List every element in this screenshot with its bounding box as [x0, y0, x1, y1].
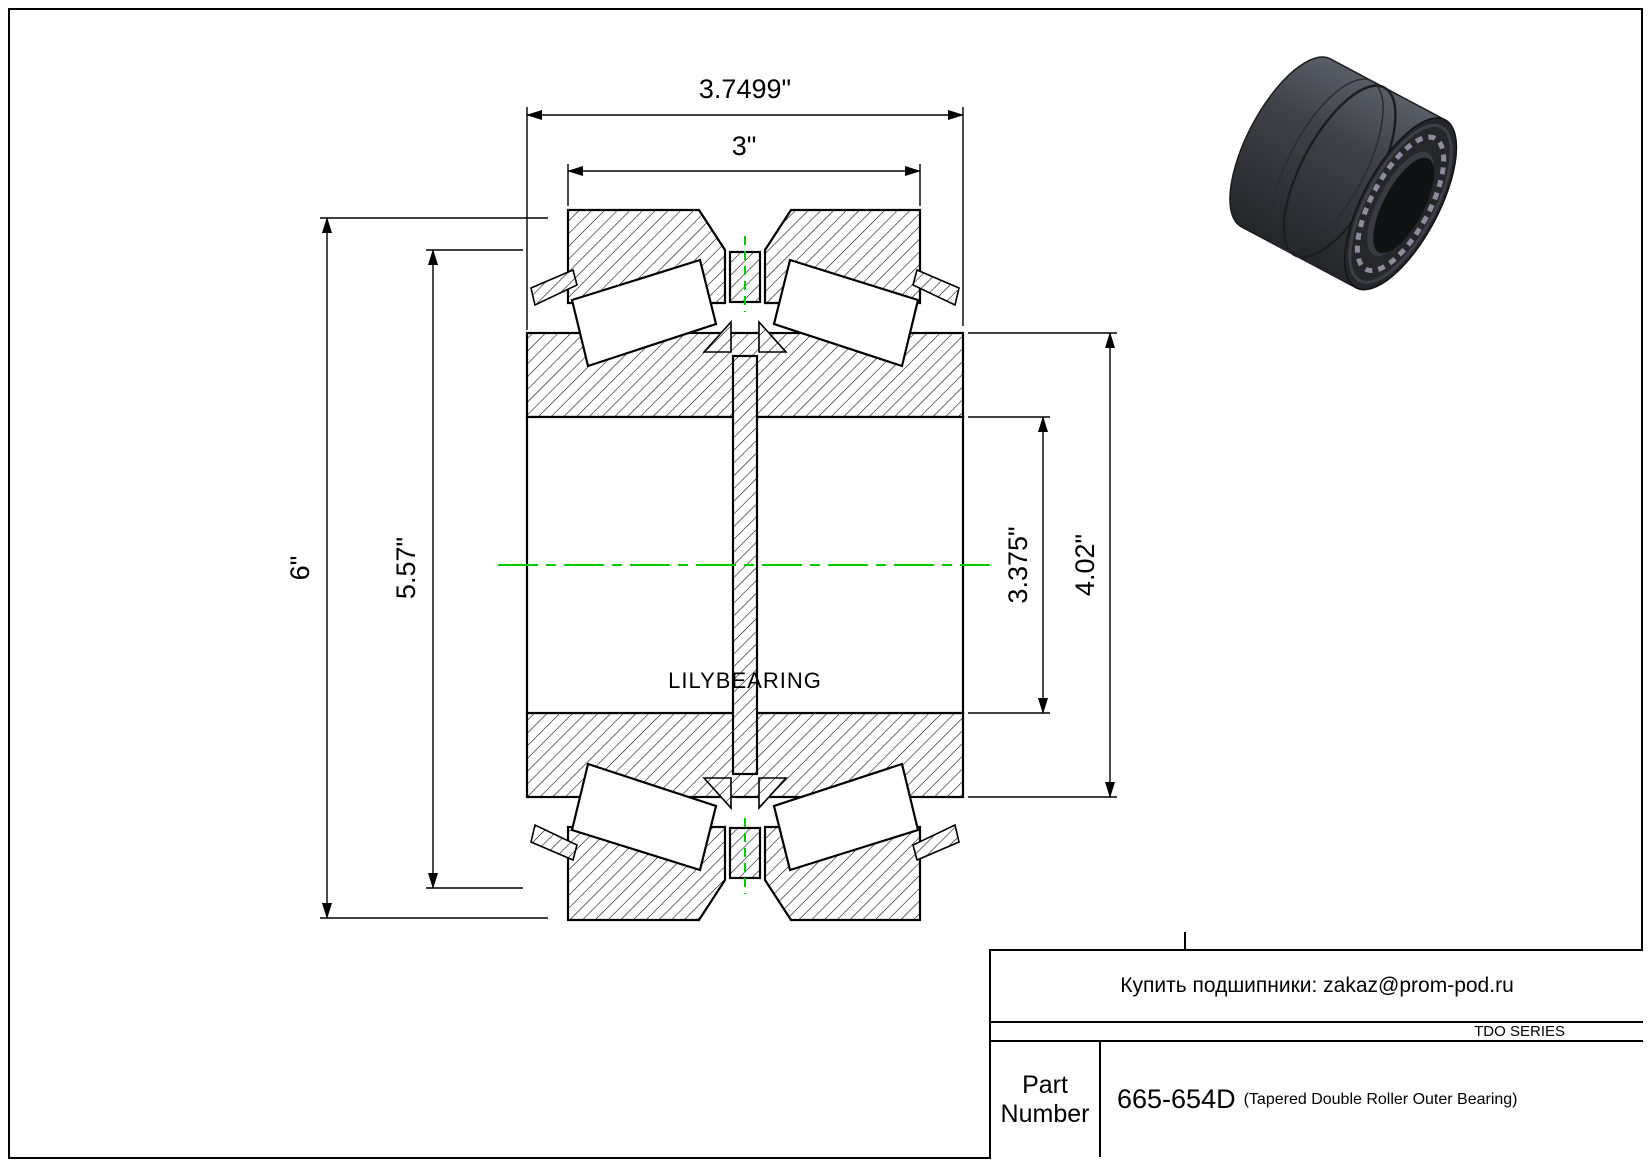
cage-segment: [912, 823, 960, 862]
sheet-border: [8, 8, 1643, 1159]
dimension-bore-diameter: 3.375": [968, 416, 1050, 714]
cup-groove-block-top: [728, 250, 762, 304]
face-chamfer-highlight: [1348, 123, 1453, 284]
rib-section: [758, 777, 788, 811]
dimension-label-bore-diameter: 3.375": [1003, 526, 1033, 603]
centerlines: [498, 236, 990, 894]
part-number-label: Part Number: [991, 1042, 1101, 1157]
cone-ribs: [702, 319, 788, 811]
title-block: Купить подшипники: zakaz@prom-pod.ru TDO…: [989, 949, 1643, 1159]
dimension-label-overall-width: 3.7499": [699, 74, 791, 104]
dimension-cup-width: 3": [567, 131, 921, 206]
dimension-outer-diameter: 6": [285, 217, 548, 919]
rib-section: [702, 777, 732, 811]
contact-text: Купить подшипники: zakaz@prom-pod.ru: [1120, 974, 1514, 997]
dimension-cone-front-diameter: 4.02": [968, 332, 1117, 798]
cage-segment: [912, 268, 960, 307]
dimension-label-cone-front-diameter: 4.02": [1070, 534, 1100, 596]
part-row: Part Number 665-654D (Tapered Double Rol…: [991, 1042, 1643, 1157]
dimension-label-cup-width: 3": [732, 131, 757, 161]
dimensions: 3.7499" 3" 6" 5.57": [285, 74, 1117, 919]
roller-bottom-right: [772, 762, 920, 872]
cage-segment: [530, 823, 578, 862]
rib-section: [758, 319, 788, 353]
part-description: (Tapered Double Roller Outer Bearing): [1243, 1090, 1518, 1108]
roller-top-right: [772, 258, 920, 368]
roller-top-left: [570, 258, 718, 368]
roller-cage-ring: [1354, 134, 1447, 274]
series-row: TDO SERIES: [991, 1023, 1643, 1042]
bore-hole: [1373, 157, 1435, 254]
cup-groove-line-2: [1270, 78, 1384, 252]
bearing-3d-render: [1229, 56, 1458, 291]
dimension-cup-inner-diameter: 5.57": [391, 249, 523, 889]
title-block-tick: [1184, 932, 1186, 949]
contact-row: Купить подшипники: zakaz@prom-pod.ru: [991, 951, 1643, 1023]
roller-bottom-left: [570, 762, 718, 872]
dimension-label-outer-diameter: 6": [285, 556, 315, 581]
series-label: TDO SERIES: [1474, 1023, 1565, 1040]
bearing-cross-section: [525, 208, 965, 922]
dimension-label-cup-inner-diameter: 5.57": [391, 537, 421, 599]
brand-watermark: LILYBEARING: [668, 668, 822, 693]
part-number: 665-654D: [1117, 1084, 1236, 1114]
cage-segments: [530, 268, 960, 862]
dimension-overall-width: 3.7499": [526, 74, 964, 330]
cage-segment: [530, 268, 578, 307]
part-number-cell: 665-654D (Tapered Double Roller Outer Be…: [1101, 1042, 1643, 1157]
rib-section: [702, 319, 732, 353]
